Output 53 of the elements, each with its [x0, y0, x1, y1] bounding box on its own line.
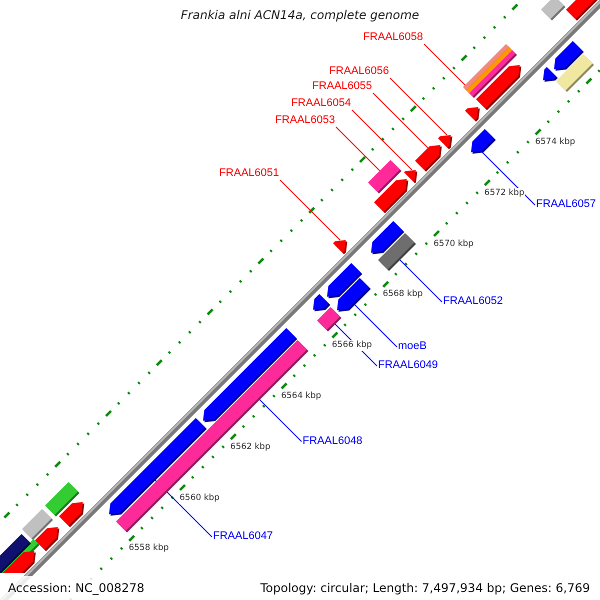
gene-block — [59, 502, 85, 528]
gene-block — [556, 54, 595, 93]
diagram-title: Frankia alni ACN14a, complete genome — [180, 8, 420, 22]
leader-line — [372, 92, 428, 148]
leader-line — [258, 398, 302, 442]
scale-label: 6572 kbp — [483, 188, 526, 199]
gene-block — [566, 0, 600, 21]
scale-label: 6558 kbp — [128, 543, 170, 554]
gene-label: FRAAL6048 — [302, 434, 362, 448]
leader-line — [336, 126, 380, 172]
gene-block — [35, 527, 60, 552]
leader-line — [352, 110, 412, 170]
scale-label: 6570 kbp — [432, 238, 475, 250]
gene-block — [463, 44, 518, 99]
gene-block — [316, 307, 342, 332]
gene-block — [438, 134, 452, 150]
gene-label: moeB — [398, 340, 427, 353]
gene-block — [313, 294, 331, 312]
gene-block — [378, 232, 416, 272]
gene-block — [470, 129, 496, 154]
gene-block — [337, 278, 372, 312]
gene-block — [543, 66, 558, 82]
leader-line — [480, 150, 536, 206]
leader-line — [424, 44, 466, 86]
gene-label: FRAAL6056 — [329, 65, 389, 78]
scale-label: 6560 kbp — [178, 492, 221, 504]
gene-label: FRAAL6058 — [363, 31, 423, 44]
gene-block — [0, 551, 36, 573]
gene-label: FRAAL6049 — [378, 359, 438, 372]
gene-block — [415, 144, 442, 172]
scale-label: 6568 kbp — [382, 289, 424, 300]
gene-label: FRAAL6054 — [291, 97, 351, 110]
gene-label: FRAAL6053 — [275, 114, 335, 127]
gene-block — [332, 240, 348, 254]
gene-block — [374, 178, 408, 214]
gene-block — [0, 534, 31, 573]
gene-block — [541, 0, 566, 21]
leader-line — [398, 258, 442, 302]
gene-block — [404, 170, 418, 184]
gene-label: FRAAL6055 — [312, 80, 372, 93]
gene-label: FRAAL6051 — [219, 167, 279, 180]
leader-line — [280, 180, 341, 241]
scale-label: 6566 kbp — [330, 340, 373, 352]
leader-line — [390, 78, 448, 136]
gene-block — [465, 106, 480, 122]
scale-label: 6574 kbp — [534, 136, 576, 148]
leader-line — [352, 302, 398, 348]
gene-label: FRAAL6047 — [213, 530, 273, 543]
scale-label: 6562 kbp — [229, 442, 272, 453]
scale-label: 6564 kbp — [280, 390, 322, 402]
gene-label: FRAAL6052 — [443, 295, 503, 308]
genome-summary-text: Topology: circular; Length: 7,497,934 bp; Genes: 6,769 — [260, 581, 590, 595]
gene-label: FRAAL6057 — [536, 198, 596, 211]
